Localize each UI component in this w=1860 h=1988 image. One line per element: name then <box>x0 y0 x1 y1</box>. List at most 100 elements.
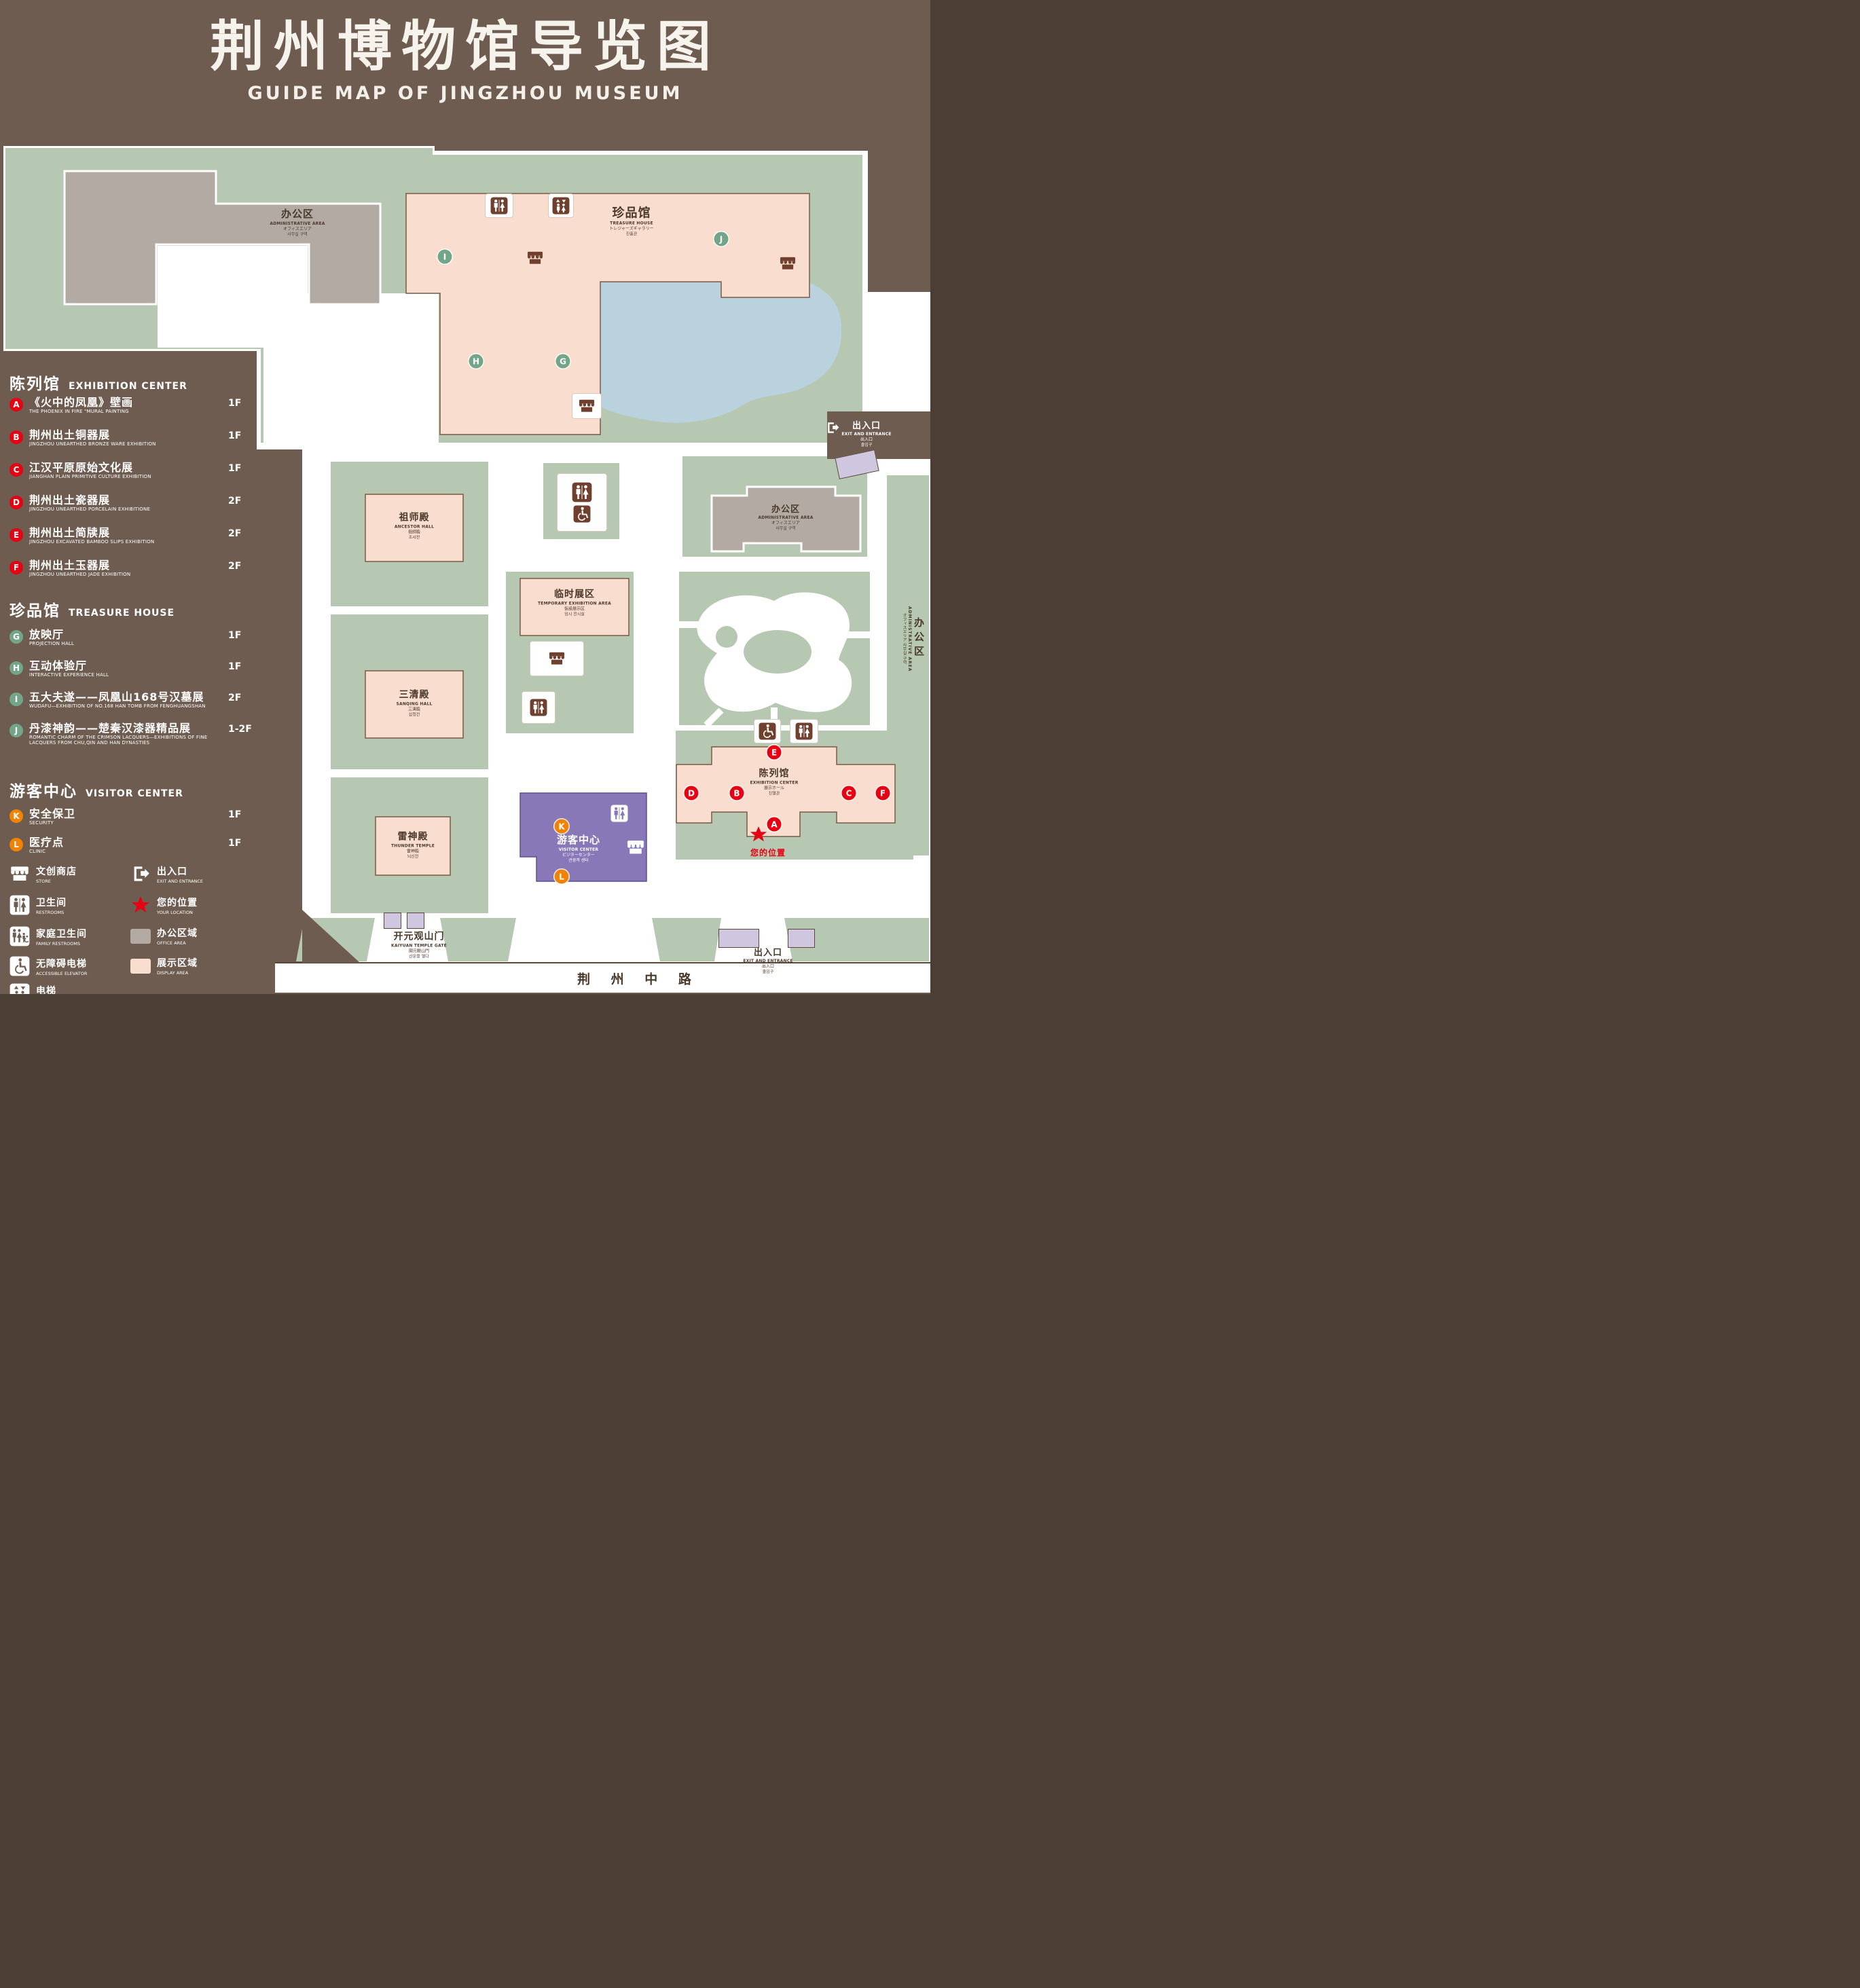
central-restroom-pad <box>557 473 607 532</box>
map-marker-j: J <box>714 232 729 246</box>
visitor-center-label: 游客中心 VISITOR CENTER ビジターセンター 관광객 센터 <box>556 834 601 863</box>
gate-label: 开元观山门 KAIYUAN TEMPLE GATE 開元観山門 산문을 열다 <box>391 931 447 959</box>
legend-section-exhibition: 陈列馆 EXHIBITION CENTER <box>10 375 187 393</box>
exit-icon <box>825 420 840 435</box>
treasure-house-label: 珍品馆 TREASURE HOUSE トレジャーズギャラリー 진품관 <box>609 206 654 237</box>
admin-ne-building <box>710 485 862 553</box>
road-shape <box>275 963 930 993</box>
west-plaza <box>263 293 439 443</box>
exhibition-center-building <box>676 746 896 837</box>
marker-b: B <box>10 430 23 444</box>
treasure-restroom-pad <box>485 194 513 218</box>
map-marker-g: G <box>555 354 570 369</box>
marker-i: I <box>10 693 23 706</box>
map-marker-b: B <box>729 786 744 800</box>
exhibition-center-label: 陈列馆 EXHIBITION CENTER 展示ホール 진열관 <box>750 768 799 796</box>
map-marker-a: A <box>767 817 782 832</box>
store-icon <box>10 864 30 884</box>
map-marker-k: K <box>554 819 569 834</box>
restroom-icon <box>795 722 813 740</box>
road-label: 荆 州 中 路 <box>577 972 699 987</box>
temporary-area-label: 临时展区 TEMPORARY EXHIBITION AREA 仮設展示区 임시 … <box>538 589 611 617</box>
exit-right-label: 出入口 EXIT AND ENTRANCE 出入口 출입구 <box>841 421 892 448</box>
restroom-icon <box>610 805 628 822</box>
map-marker-f: F <box>875 786 890 800</box>
office-area-swatch <box>130 928 151 944</box>
marker-l: L <box>10 838 23 851</box>
sanqing-hall-building <box>365 670 464 739</box>
family-restroom-icon <box>10 926 30 946</box>
map-edge-wedge <box>302 910 360 963</box>
page-subtitle: GUIDE MAP OF JINGZHOU MUSEUM <box>247 83 683 104</box>
pond-shape <box>551 271 842 423</box>
map-marker-d: D <box>684 786 699 800</box>
marker-f: F <box>10 561 23 574</box>
accessible-elevator-icon <box>759 722 776 740</box>
legend-section-visitor: 游客中心 VISITOR CENTER <box>10 783 183 800</box>
treasure-store-pad <box>572 393 602 419</box>
map-marker-l: L <box>554 869 569 884</box>
ancestor-hall-building <box>365 494 464 562</box>
page-title: 荆州博物馆导览图 <box>210 15 721 78</box>
exit-bottom-label: 出入口 EXIT AND ENTRANCE 出入口 출입구 <box>743 948 793 975</box>
exhibition-restroom-pad <box>790 719 818 743</box>
legend-section-treasure: 珍品馆 TREASURE HOUSE <box>10 602 175 620</box>
office-buildings <box>63 170 862 553</box>
your-location-star-icon <box>130 895 151 915</box>
restroom-icon <box>490 197 508 215</box>
garden-paths <box>679 592 870 728</box>
gate-structure-left <box>384 913 401 929</box>
restroom-icon <box>530 699 547 716</box>
store-icon <box>779 255 797 272</box>
marker-d: D <box>10 496 23 509</box>
admin-east-label: 办公区 ADMINISTRATIVE AREA オフィスエリア 사무실 구역 <box>902 606 925 672</box>
thunder-temple-label: 雷神殿 THUNDER TEMPLE 雷神殿 뇌신전 <box>390 831 435 860</box>
admin-nw-building <box>63 170 382 306</box>
marker-a: A <box>10 398 23 411</box>
store-icon <box>526 249 544 267</box>
exhibition-accessible-elevator-pad <box>754 719 781 743</box>
store-icon <box>626 838 645 857</box>
your-location-label: 您的位置 <box>750 847 786 858</box>
accessible-icon <box>573 505 591 523</box>
restroom-icon <box>10 895 30 915</box>
map-marker-h: H <box>469 354 484 369</box>
ancestor-hall-label: 祖师殿 ANCESTOR HALL 祖師殿 조사전 <box>394 512 435 540</box>
exit-bottom-pad-right <box>788 929 815 948</box>
thunder-temple-building <box>375 816 451 876</box>
gate-structure-right <box>407 913 424 929</box>
temporary-hall-building <box>519 578 630 636</box>
admin-ne-label: 办公区 ADMINISTRATIVE AREA オフィスエリア 사무실 구역 <box>758 504 814 532</box>
store-icon <box>578 397 596 415</box>
map-marker-c: C <box>841 786 856 800</box>
marker-h: H <box>10 661 23 675</box>
guide-map-page: 荆州博物馆导览图 GUIDE MAP OF JINGZHOU MUSEUM <box>0 0 930 994</box>
display-buildings <box>365 193 896 876</box>
marker-g: G <box>10 630 23 644</box>
treasure-elevator-pad <box>548 194 574 218</box>
exit-icon <box>130 864 151 884</box>
exit-notch <box>827 411 930 459</box>
marker-k: K <box>10 809 23 823</box>
exit-bottom-pad-left <box>718 929 759 948</box>
sanqing-hall-label: 三清殿 SANQING HALL 三清殿 삼청전 <box>396 689 433 718</box>
treasure-house-building <box>405 193 810 435</box>
